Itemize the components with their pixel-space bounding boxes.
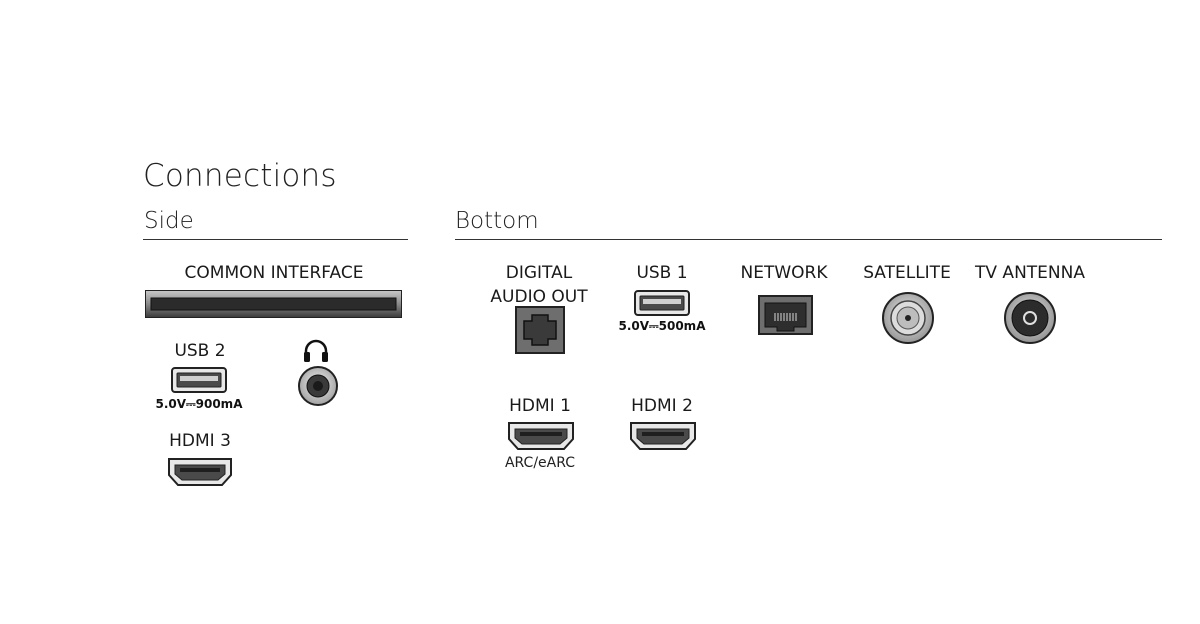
side-divider <box>143 239 408 240</box>
hdmi1-arc-label: ARC/eARC <box>504 455 576 471</box>
usb2-rating: 5.0V⎓900mA <box>155 397 243 411</box>
tv-antenna-port-icon <box>1003 291 1057 345</box>
tv-antenna-label: TV ANTENNA <box>975 263 1085 283</box>
optical-audio-port-icon <box>515 306 565 354</box>
hdmi2-label: HDMI 2 <box>631 396 693 416</box>
page-title: Connections <box>143 158 337 194</box>
satellite-label: SATELLITE <box>863 263 951 283</box>
digital-audio-out-label-line1: DIGITAL <box>505 263 573 283</box>
common-interface-slot-icon <box>145 290 402 318</box>
section-side-heading: Side <box>144 208 194 234</box>
hdmi3-label: HDMI 3 <box>169 431 231 451</box>
usb1-rating: 5.0V⎓500mA <box>618 319 706 333</box>
common-interface-label: COMMON INTERFACE <box>184 263 364 283</box>
satellite-port-icon <box>881 291 935 345</box>
network-label: NETWORK <box>740 263 828 283</box>
section-bottom-heading: Bottom <box>455 208 539 234</box>
hdmi1-label: HDMI 1 <box>509 396 571 416</box>
digital-audio-out-label-line2: AUDIO OUT <box>490 287 588 307</box>
usb1-label: USB 1 <box>636 263 688 283</box>
headphone-jack-icon <box>297 364 339 408</box>
hdmi3-port-icon <box>166 456 234 488</box>
headphones-icon <box>303 339 329 363</box>
usb2-label: USB 2 <box>174 341 226 361</box>
bottom-divider <box>455 239 1162 240</box>
usb2-port-icon <box>171 367 227 393</box>
ethernet-port-icon <box>758 295 813 335</box>
hdmi2-port-icon <box>628 420 698 452</box>
hdmi1-port-icon <box>506 420 576 452</box>
usb1-port-icon <box>634 290 690 316</box>
